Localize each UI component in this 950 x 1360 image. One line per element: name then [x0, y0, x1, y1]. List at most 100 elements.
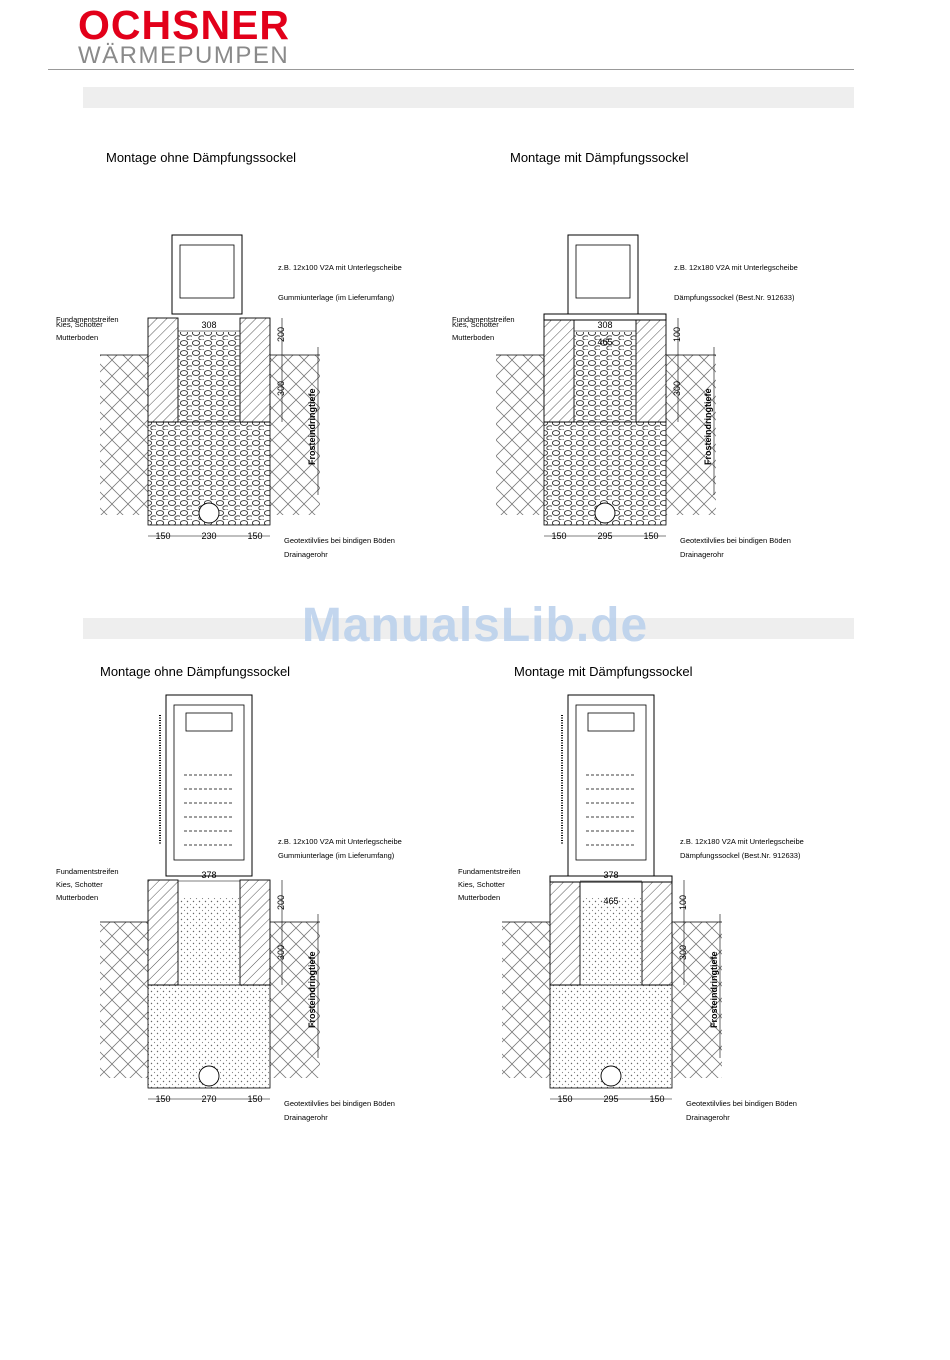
d4-dim-top-width: 378: [603, 870, 618, 880]
d3-dim-top-width: 378: [201, 870, 216, 880]
d4-frost-label: Frosteindringtiefe: [709, 951, 719, 1028]
d4-dim-bottom-left: 150: [557, 1094, 572, 1104]
d1-dim-top-width: 308: [201, 320, 216, 330]
d4-callout-topsoil: Mutterboden: [458, 893, 500, 902]
d1-unit-panel: [179, 244, 235, 299]
d1-dim-depth-upper: 200: [276, 327, 286, 342]
d2-callout-gravel: Kies, Schotter: [452, 320, 499, 329]
d2-dim-bottom-left: 150: [551, 531, 566, 541]
d4-dim-depth-upper: 100: [678, 895, 688, 910]
d3-callout-topsoil: Mutterboden: [56, 893, 98, 902]
diagram-3-title: Montage ohne Dämpfungssockel: [100, 664, 291, 679]
d3-dim-bottom-mid: 270: [201, 1094, 216, 1104]
d4-dim-plate-width: 465: [603, 896, 618, 906]
d4-dim-depth-lower: 300: [678, 945, 688, 960]
d4-soil-right: [672, 922, 722, 1078]
d3-frost-label: Frosteindringtiefe: [307, 951, 317, 1028]
d3-dim-depth-upper: 200: [276, 895, 286, 910]
d2-heat-pump-unit: [567, 234, 639, 315]
d3-soil-right: [270, 922, 320, 1078]
d2-dim-top-width: 308: [597, 320, 612, 330]
d2-dim-plate-width: 465: [597, 337, 612, 347]
d2-unit-panel: [575, 244, 631, 299]
d2-frost-label: Frosteindringtiefe: [703, 388, 713, 465]
d1-drain-pipe: [198, 502, 220, 524]
d4-drain-pipe: [600, 1065, 622, 1087]
d1-foundation-strip-right: [239, 317, 271, 423]
d3-callout-drain: Drainagerohr: [284, 1113, 328, 1122]
d2-dim-bottom-mid: 295: [597, 531, 612, 541]
d3-dim-depth-lower: 300: [276, 945, 286, 960]
d2-drain-pipe: [594, 502, 616, 524]
d4-dim-bottom-right: 150: [649, 1094, 664, 1104]
brand-logo: OCHSNER: [78, 2, 291, 48]
d4-gravel-fill: [580, 898, 642, 985]
d3-callout-gravel: Kies, Schotter: [56, 880, 103, 889]
section-band-bottom: [83, 618, 854, 639]
brand-subline: WÄRMEPUMPEN: [78, 42, 290, 69]
d2-dim-depth-upper: 100: [672, 327, 682, 342]
d1-callout-gravel: Kies, Schotter: [56, 320, 103, 329]
d3-heat-pump-unit: [165, 694, 253, 877]
d4-soil-left: [502, 922, 550, 1078]
d2-callout-bolt: z.B. 12x180 V2A mit Unterlegscheibe: [674, 263, 798, 272]
d4-callout-drain: Drainagerohr: [686, 1113, 730, 1122]
d1-foundation-strip-left: [147, 317, 179, 423]
d1-dim-bottom-mid: 230: [201, 531, 216, 541]
d4-foundation-strip-right: [641, 879, 673, 986]
d4-callout-foundation: Fundamentstreifen: [458, 867, 521, 876]
d2-callout-base: Dämpfungssockel (Best.Nr. 912633): [674, 293, 795, 302]
d1-callout-bolt: z.B. 12x100 V2A mit Unterlegscheibe: [278, 263, 402, 272]
d2-callout-foundation: Fundamentstreifen: [452, 315, 515, 324]
d3-dim-bottom-right: 150: [247, 1094, 262, 1104]
watermark: ManualsLib.de: [301, 599, 649, 652]
d1-dim-bottom-left: 150: [155, 531, 170, 541]
d3-gravel-fill: [178, 898, 240, 985]
d1-callout-foundation: Fundamentstreifen: [56, 315, 119, 324]
d3-foundation-strip-right: [239, 879, 271, 986]
d3-callout-geotextile: Geotextilvlies bei bindigen Böden: [284, 1099, 395, 1108]
d2-foundation-strip-left: [543, 317, 575, 423]
d4-unit-panel: [575, 704, 647, 861]
d1-heat-pump-unit: [171, 234, 243, 315]
d3-unit-display: [185, 712, 233, 732]
d3-callout-base: Gummiunterlage (im Lieferumfang): [278, 851, 395, 860]
d3-soil-left: [100, 922, 148, 1078]
d1-callout-geotextile: Geotextilvlies bei bindigen Böden: [284, 536, 395, 545]
d4-callout-bolt: z.B. 12x180 V2A mit Unterlegscheibe: [680, 837, 804, 846]
d3-dim-bottom-left: 150: [155, 1094, 170, 1104]
d4-foundation-strip-left: [549, 879, 581, 986]
d2-dim-bottom-right: 150: [643, 531, 658, 541]
d1-callout-base: Gummiunterlage (im Lieferumfang): [278, 293, 395, 302]
diagram-4-title: Montage mit Dämpfungssockel: [514, 664, 693, 679]
d2-callout-topsoil: Mutterboden: [452, 333, 494, 342]
d2-foundation-strip-right: [635, 317, 667, 423]
d4-callout-geotextile: Geotextilvlies bei bindigen Böden: [686, 1099, 797, 1108]
d4-unit-display: [587, 712, 635, 732]
d1-gravel-fill: [178, 332, 240, 422]
d1-frost-label: Frosteindringtiefe: [307, 388, 317, 465]
d2-soil-left: [496, 355, 544, 515]
d1-callout-topsoil: Mutterboden: [56, 333, 98, 342]
d2-callout-drain: Drainagerohr: [680, 550, 724, 559]
d2-callout-geotextile: Geotextilvlies bei bindigen Böden: [680, 536, 791, 545]
d2-soil-right: [666, 355, 716, 515]
d3-unit-panel: [173, 704, 245, 861]
d3-foundation-strip-left: [147, 879, 179, 986]
d3-drain-pipe: [198, 1065, 220, 1087]
d4-dim-bottom-mid: 295: [603, 1094, 618, 1104]
d1-dim-depth-lower: 300: [276, 381, 286, 396]
d1-callout-drain: Drainagerohr: [284, 550, 328, 559]
d3-callout-bolt: z.B. 12x100 V2A mit Unterlegscheibe: [278, 837, 402, 846]
d4-heat-pump-unit: [567, 694, 655, 877]
diagram-2-title: Montage mit Dämpfungssockel: [510, 150, 689, 165]
d2-dim-depth-lower: 300: [672, 381, 682, 396]
diagram-1-title: Montage ohne Dämpfungssockel: [106, 150, 297, 165]
d1-soil-left: [100, 355, 148, 515]
d4-callout-gravel: Kies, Schotter: [458, 880, 505, 889]
d4-callout-base: Dämpfungssockel (Best.Nr. 912633): [680, 851, 801, 860]
header-divider: [48, 69, 854, 70]
d2-gravel-fill: [574, 332, 636, 422]
d1-dim-bottom-right: 150: [247, 531, 262, 541]
